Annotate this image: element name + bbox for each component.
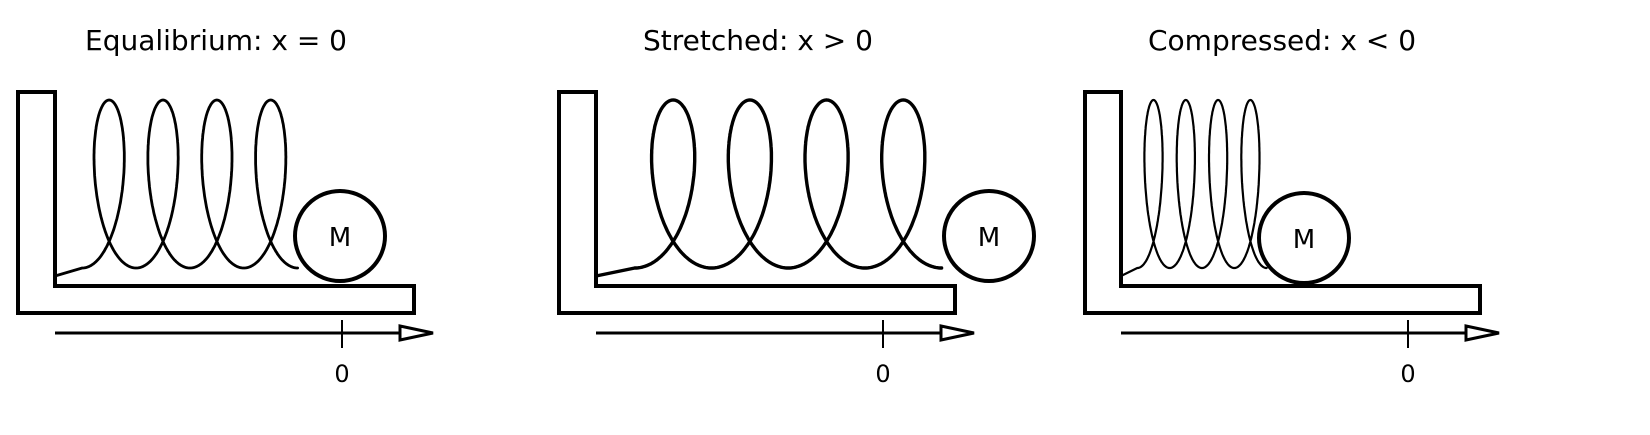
spring-coil-path	[53, 98, 299, 278]
position-axis: 0	[55, 320, 434, 388]
panel-equilibrium: Equalibrium: x = 0 M 0	[16, 24, 434, 388]
wall-bracket	[16, 90, 416, 315]
panel-title-stretched: Stretched: x > 0	[643, 24, 873, 57]
panel-compressed: Compressed: x < 0 M 0	[1083, 24, 1500, 388]
panel-title-equilibrium: Equalibrium: x = 0	[85, 24, 347, 57]
mass-block	[942, 189, 1036, 283]
spring-coil-path	[594, 98, 944, 278]
spring-coil	[1119, 98, 1268, 278]
axis-arrow-icon	[1464, 324, 1500, 342]
zero-label: 0	[875, 360, 890, 388]
wall-bracket	[1083, 90, 1482, 315]
mass-block	[1257, 191, 1351, 285]
wall-bracket	[557, 90, 957, 315]
spring-coil-path	[1119, 98, 1268, 278]
mass-label: M	[1293, 225, 1315, 255]
zero-label: 0	[334, 360, 349, 388]
mass-label: M	[978, 223, 1000, 253]
position-axis: 0	[1121, 320, 1500, 388]
mass-block	[293, 189, 387, 283]
spring-coil	[53, 98, 299, 278]
zero-label: 0	[1400, 360, 1415, 388]
mass-label: M	[329, 223, 351, 253]
position-axis: 0	[596, 320, 975, 388]
axis-arrow-icon	[398, 324, 434, 342]
axis-arrow-icon	[939, 324, 975, 342]
panel-stretched: Stretched: x > 0 M 0	[557, 24, 1036, 388]
panel-title-compressed: Compressed: x < 0	[1148, 24, 1416, 57]
spring-coil	[594, 98, 944, 278]
